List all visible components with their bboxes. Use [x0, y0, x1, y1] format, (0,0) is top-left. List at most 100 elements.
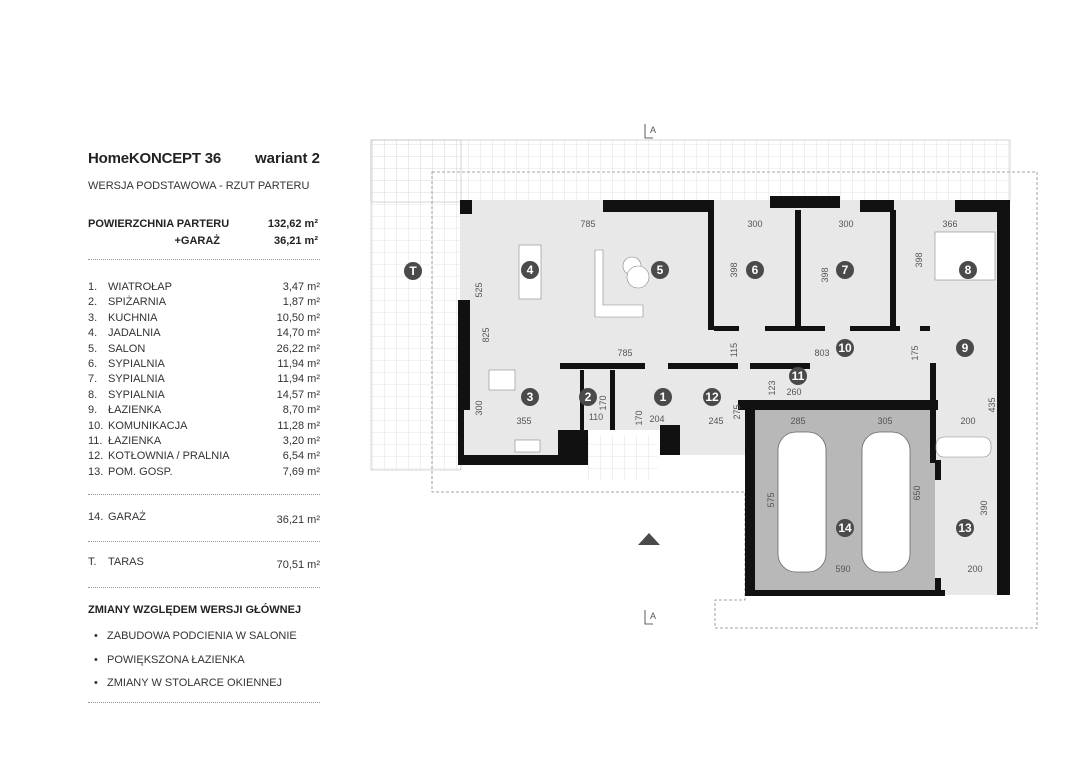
- dimension-label: 285: [790, 416, 805, 426]
- room-number: 1.: [88, 281, 98, 293]
- room-name: GARAŻ: [108, 511, 146, 523]
- dimension-label: 175: [910, 345, 920, 360]
- room-marker-label: 11: [792, 369, 805, 383]
- section-marker-bottom: A: [650, 611, 656, 621]
- room-row: 3. KUCHNIA 10,50 m²: [88, 312, 320, 327]
- room-marker-label: 8: [965, 263, 972, 277]
- dimension-label: 300: [838, 219, 853, 229]
- change-text: ZMIANY W STOLARCE OKIENNEJ: [107, 677, 283, 689]
- room-name: ŁAZIENKA: [108, 435, 162, 447]
- room-marker-label: 2: [585, 390, 592, 404]
- change-item: • ZMIANY W STOLARCE OKIENNEJ: [94, 677, 283, 689]
- room-number: 3.: [88, 311, 98, 324]
- room-marker-circle: [959, 261, 977, 279]
- dimension-label: 650: [912, 485, 922, 500]
- divider: [88, 587, 320, 588]
- room-number: 10.: [88, 419, 104, 432]
- room-number: 9.: [88, 404, 98, 417]
- room-marker-circle: [836, 261, 854, 279]
- room-name: WIATROŁAP: [108, 281, 172, 293]
- room-marker-circle: [956, 519, 974, 537]
- dimension-label: 785: [617, 348, 632, 358]
- room-name: ŁAZIENKA: [108, 404, 162, 417]
- room-area: 10,50 m²: [276, 311, 320, 324]
- room-number: 7.: [88, 373, 98, 386]
- dimension-label: 575: [766, 492, 776, 507]
- dimension-label: 200: [960, 416, 975, 426]
- subtitle: WERSJA PODSTAWOWA - RZUT PARTERU: [88, 180, 310, 192]
- room-area: 11,94 m²: [277, 373, 320, 386]
- room-name: KUCHNIA: [108, 311, 158, 324]
- room-marker-circle: [654, 388, 672, 406]
- dimension-label: 785: [580, 219, 595, 229]
- dimension-label: 170: [634, 410, 644, 425]
- dimension-label: 398: [729, 262, 739, 277]
- dimension-label: 398: [914, 252, 924, 267]
- room-row-terrace: T. TARAS 70,51 m²: [88, 556, 320, 571]
- room-marker-circle: [579, 388, 597, 406]
- room-number: 6.: [88, 358, 98, 370]
- dimension-label: 390: [979, 500, 989, 515]
- ground-area-label: POWIERZCHNIA PARTERU: [88, 218, 230, 230]
- dimension-label: 300: [747, 219, 762, 229]
- room-name: SYPIALNIA: [108, 388, 165, 401]
- section-marker-top: A: [650, 125, 656, 135]
- room-marker-circle: [651, 261, 669, 279]
- room-area: 3,47 m²: [282, 281, 320, 293]
- garage-area-label: +GARAŻ: [174, 235, 220, 247]
- room-name: KOMUNIKACJA: [108, 419, 188, 432]
- room-area: 36,21 m²: [276, 514, 320, 526]
- dimension-label: 245: [708, 416, 723, 426]
- dimension-label: 200: [967, 564, 982, 574]
- dimension-label: 590: [835, 564, 850, 574]
- roof-outline: [431, 171, 1038, 629]
- change-item: • POWIĘKSZONA ŁAZIENKA: [94, 654, 245, 666]
- dimension-label: 204: [649, 414, 664, 424]
- room-marker-label: 9: [962, 341, 969, 355]
- ground-area-value: 132,62 m²: [267, 218, 318, 230]
- room-area: 3,20 m²: [282, 435, 320, 447]
- room-name: SALON: [108, 342, 146, 355]
- dimension-label: 305: [877, 416, 892, 426]
- room-marker-circle: [521, 261, 539, 279]
- dimension-label: 170: [598, 395, 608, 410]
- room-marker-label: T: [409, 264, 417, 278]
- room-row: 13.POM. GOSP.7,69 m²: [88, 466, 320, 481]
- room-marker-circle: [789, 367, 807, 385]
- dimension-label: 110: [589, 412, 603, 422]
- room-number: 13.: [88, 465, 104, 478]
- room-area: 14,57 m²: [276, 388, 320, 401]
- divider: [88, 494, 320, 495]
- room-name: SPIŻARNIA: [108, 296, 167, 309]
- dimension-label: 366: [942, 219, 957, 229]
- room-marker-circle: [404, 262, 422, 280]
- dimension-label: 123: [767, 380, 777, 395]
- room-number: T.: [88, 556, 97, 568]
- room-area: 11,28 m²: [277, 419, 320, 432]
- room-name: POM. GOSP.: [108, 465, 173, 478]
- terrace-grid: [370, 139, 1011, 471]
- section-lines: [644, 124, 653, 625]
- dimension-label: 803: [814, 348, 829, 358]
- room-marker-label: 12: [705, 390, 719, 404]
- room-area: 70,51 m²: [276, 559, 320, 571]
- divider: [88, 541, 320, 542]
- change-text: POWIĘKSZONA ŁAZIENKA: [107, 654, 245, 666]
- project-title: HomeKONCEPT 36: [88, 150, 222, 167]
- dimension-label: 355: [516, 416, 531, 426]
- variant-label: wariant 2: [255, 150, 321, 167]
- room-marker-circle: [746, 261, 764, 279]
- room-marker-label: 10: [838, 341, 852, 355]
- dimension-label: 525: [474, 282, 484, 297]
- dimension-label: 825: [481, 327, 491, 342]
